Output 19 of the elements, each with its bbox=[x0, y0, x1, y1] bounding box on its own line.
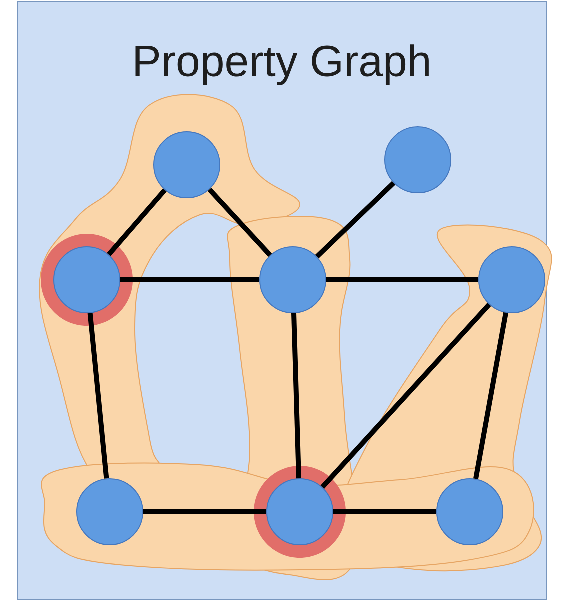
edge-line bbox=[107, 188, 167, 256]
graph-node bbox=[154, 132, 220, 198]
graph-node bbox=[54, 246, 120, 314]
edge-line bbox=[474, 312, 508, 480]
graph-node bbox=[384, 126, 452, 194]
edge-line bbox=[326, 278, 478, 282]
title: Property Graph bbox=[136, 44, 429, 86]
edge-line bbox=[320, 303, 492, 489]
edge-line bbox=[315, 181, 396, 259]
edge-line bbox=[334, 510, 436, 514]
edge-line bbox=[292, 313, 302, 479]
edge-line bbox=[208, 188, 272, 258]
graph-node bbox=[260, 246, 326, 314]
edge-line bbox=[144, 510, 266, 514]
graph-node bbox=[436, 478, 504, 546]
graph-node bbox=[266, 478, 334, 546]
edge-line bbox=[88, 313, 110, 479]
graph-node bbox=[76, 478, 144, 546]
graph-node bbox=[478, 246, 546, 314]
